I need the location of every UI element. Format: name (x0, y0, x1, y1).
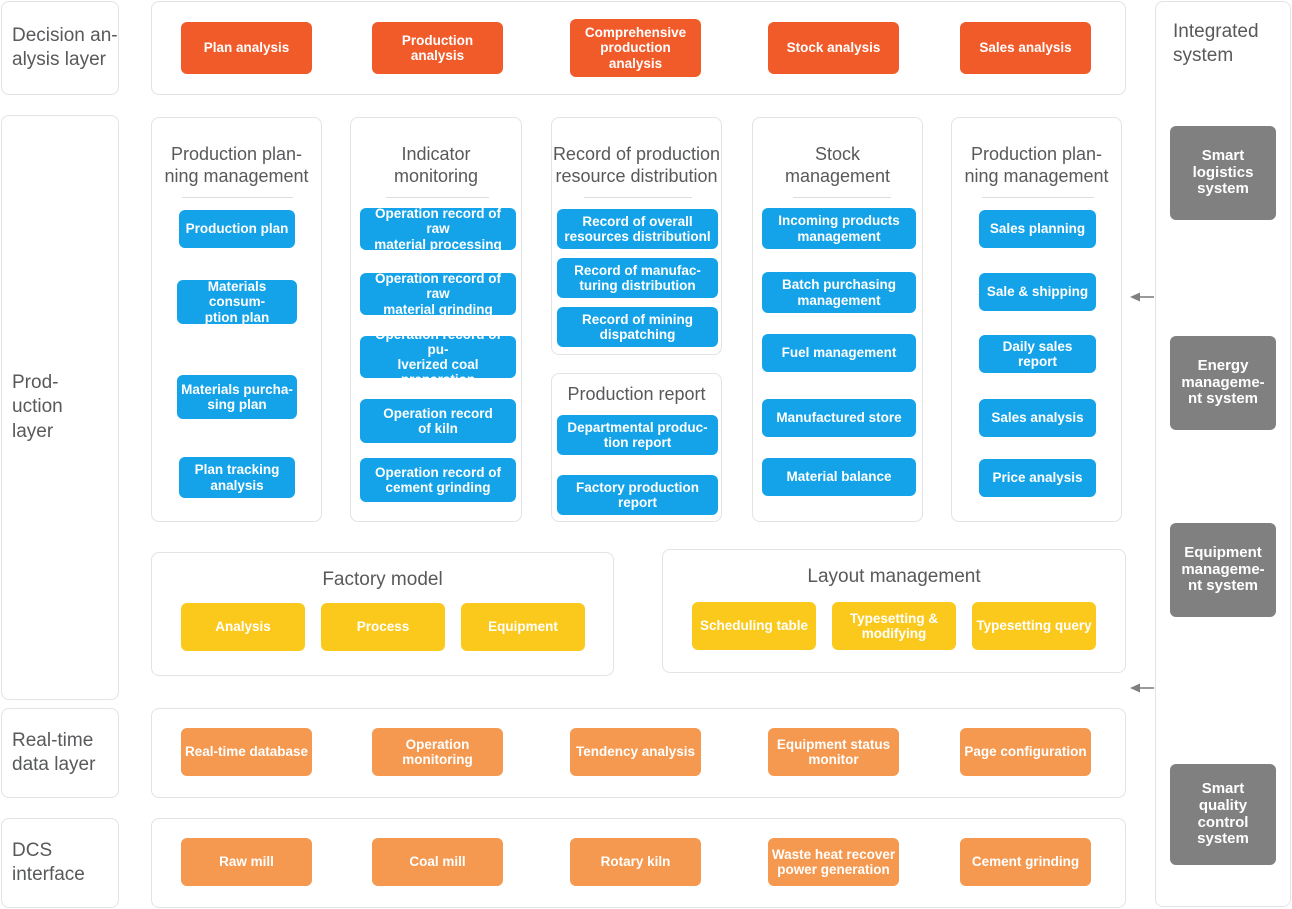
layer-label-realtime: Real-time data layer (1, 708, 119, 798)
title-underline (584, 197, 692, 198)
layer-label-text: Real-time data layer (12, 729, 96, 775)
group-indicator-monitoring: Indicator monitoring Operation record of… (350, 117, 522, 522)
integrated-item-equipment-management-system[interactable]: Equipment manageme- nt system (1170, 523, 1276, 617)
item-record-overall-resources-distribution[interactable]: Record of overall resources distribution… (557, 209, 718, 249)
integrated-item-energy-management-system[interactable]: Energy manageme- nt system (1170, 336, 1276, 430)
integrated-system-panel: Integrated system Smart logistics system… (1155, 1, 1291, 907)
dcs-item-raw-mill[interactable]: Raw mill (181, 838, 312, 886)
group-layout-management: Layout management Scheduling table Types… (662, 549, 1126, 673)
item-sale-and-shipping[interactable]: Sale & shipping (979, 273, 1096, 311)
layer-label-dcs: DCS interface (1, 818, 119, 908)
realtime-item-operation-monitoring[interactable]: Operation monitoring (372, 728, 503, 776)
item-manufactured-store[interactable]: Manufactured store (762, 399, 916, 437)
group-record-of-production-resource-distribution: Record of production resource distributi… (551, 117, 722, 355)
item-process[interactable]: Process (321, 603, 445, 651)
item-production-plan[interactable]: Production plan (179, 210, 295, 248)
realtime-item-page-configuration[interactable]: Page configuration (960, 728, 1091, 776)
decision-analysis-layer-panel: Plan analysis Production analysis Compre… (151, 1, 1126, 95)
item-price-analysis[interactable]: Price analysis (979, 459, 1096, 497)
layer-label-text: Decision an- alysis layer (12, 24, 118, 70)
group-title: Production plan- ning management (164, 144, 309, 186)
title-underline (793, 197, 891, 198)
item-sales-planning[interactable]: Sales planning (979, 210, 1096, 248)
item-operation-record-pulverized-coal-preparation[interactable]: Operation record of pu- lverized coal pr… (360, 327, 516, 387)
item-materials-consumption-plan[interactable]: Materials consum- ption plan (177, 279, 297, 325)
integrated-item-smart-quality-control-system[interactable]: Smart quality control system (1170, 764, 1276, 865)
item-incoming-products-management[interactable]: Incoming products management (762, 208, 916, 249)
item-record-mining-dispatching[interactable]: Record of mining dispatching (557, 307, 718, 347)
item-batch-purchasing-management[interactable]: Batch purchasing management (762, 272, 916, 313)
group-title: Layout management (807, 566, 981, 587)
decision-item-sales-analysis[interactable]: Sales analysis (960, 22, 1091, 74)
realtime-data-layer-panel: Real-time database Operation monitoring … (151, 708, 1126, 798)
group-production-report: Production report Departmental produc- t… (551, 373, 722, 522)
realtime-item-equipment-status-monitor[interactable]: Equipment status monitor (768, 728, 899, 776)
realtime-item-tendency-analysis[interactable]: Tendency analysis (570, 728, 701, 776)
item-operation-record-raw-material-processing[interactable]: Operation record of raw material process… (360, 206, 516, 252)
arrow-left-top (1130, 292, 1154, 302)
arrow-left-bottom (1130, 683, 1154, 693)
item-fuel-management[interactable]: Fuel management (762, 334, 916, 372)
group-title: Stock management (784, 144, 891, 186)
group-sales-planning-management: Production plan- ning management Sales p… (951, 117, 1122, 522)
group-stock-management: Stock management Incoming products manag… (752, 117, 923, 522)
title-underline (386, 197, 489, 198)
dcs-interface-layer-panel: Raw mill Coal mill Rotary kiln Waste hea… (151, 818, 1126, 908)
layer-label-decision: Decision an- alysis layer (1, 1, 119, 95)
item-plan-tracking-analysis[interactable]: Plan tracking analysis (179, 457, 295, 498)
decision-item-stock-analysis[interactable]: Stock analysis (768, 22, 899, 74)
item-analysis[interactable]: Analysis (181, 603, 305, 651)
layer-label-text: Prod- uction layer (12, 372, 63, 442)
item-sales-analysis[interactable]: Sales analysis (979, 399, 1096, 437)
item-departmental-production-report[interactable]: Departmental produc- tion report (557, 415, 718, 455)
group-title: Record of production resource distributi… (552, 144, 721, 186)
item-equipment[interactable]: Equipment (461, 603, 585, 651)
group-factory-model: Factory model Analysis Process Equipment (151, 552, 614, 676)
item-material-balance[interactable]: Material balance (762, 458, 916, 496)
group-title: Indicator monitoring (393, 144, 479, 186)
decision-item-production-analysis[interactable]: Production analysis (372, 22, 503, 74)
integrated-item-smart-logistics-system[interactable]: Smart logistics system (1170, 126, 1276, 220)
item-factory-production-report[interactable]: Factory production report (557, 475, 718, 515)
layer-label-text: DCS interface (12, 839, 85, 885)
item-typesetting-and-modifying[interactable]: Typesetting & modifying (832, 602, 956, 650)
decision-item-plan-analysis[interactable]: Plan analysis (181, 22, 312, 74)
layer-label-production: Prod- uction layer (1, 115, 119, 700)
integrated-system-title: Integrated system (1173, 21, 1259, 67)
item-scheduling-table[interactable]: Scheduling table (692, 602, 816, 650)
item-typesetting-query[interactable]: Typesetting query (972, 602, 1096, 650)
item-materials-purchasing-plan[interactable]: Materials purcha- sing plan (177, 375, 297, 419)
item-operation-record-of-kiln[interactable]: Operation record of kiln (360, 399, 516, 443)
group-title: Factory model (322, 569, 443, 590)
realtime-item-real-time-database[interactable]: Real-time database (181, 728, 312, 776)
item-operation-record-cement-grinding[interactable]: Operation record of cement grinding (360, 458, 516, 502)
decision-item-comprehensive-production-analysis[interactable]: Comprehensive production analysis (570, 19, 701, 77)
dcs-item-coal-mill[interactable]: Coal mill (372, 838, 503, 886)
dcs-item-cement-grinding[interactable]: Cement grinding (960, 838, 1091, 886)
group-title: Production plan- ning management (964, 144, 1109, 186)
dcs-item-rotary-kiln[interactable]: Rotary kiln (570, 838, 701, 886)
group-title: Production report (567, 384, 706, 404)
dcs-item-waste-heat-recover-power-generation[interactable]: Waste heat recover power generation (768, 838, 899, 886)
group-production-planning-management: Production plan- ning management Product… (151, 117, 322, 522)
item-record-manufacturing-distribution[interactable]: Record of manufac- turing distribution (557, 258, 718, 298)
title-underline (182, 197, 293, 198)
item-daily-sales-report[interactable]: Daily sales report (979, 335, 1096, 373)
title-underline (982, 197, 1094, 198)
item-operation-record-raw-material-grinding[interactable]: Operation record of raw material grindin… (360, 271, 516, 317)
